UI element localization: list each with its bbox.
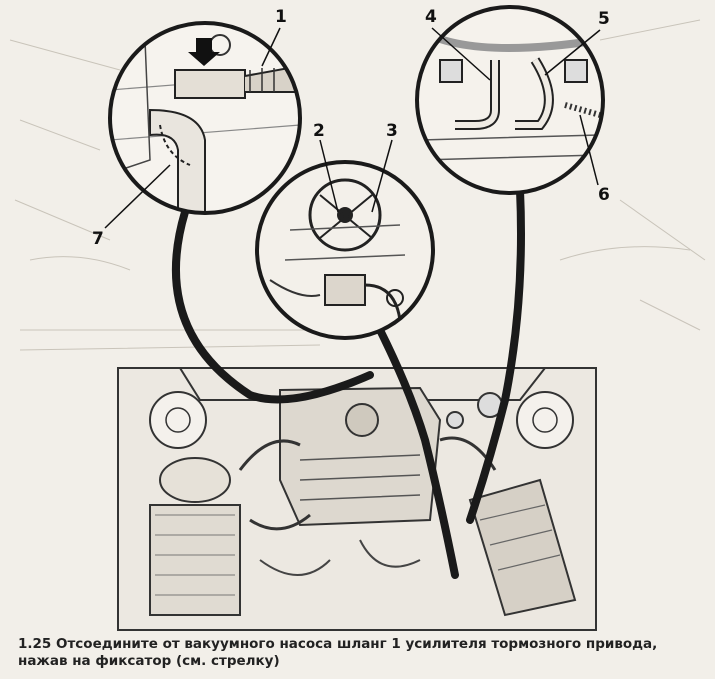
callout-5: 5 <box>598 9 610 29</box>
detail-circle-vacuum-pump <box>255 160 435 340</box>
callout-3: 3 <box>386 121 398 141</box>
zoom-leader-lines <box>171 186 525 579</box>
detail-circle-hose-routing <box>415 5 605 195</box>
callout-leaders <box>104 27 601 229</box>
engine-bay <box>117 367 597 631</box>
callout-7: 7 <box>92 229 104 249</box>
figure-caption: 1.25 Отсоедините от вакуумного насоса шл… <box>18 636 658 669</box>
arrow-icon <box>188 38 220 66</box>
callout-1: 1 <box>275 7 287 27</box>
callout-4: 4 <box>425 7 437 27</box>
background-sketch <box>9 19 706 351</box>
detail-circle-hose-connector <box>108 21 302 215</box>
callout-6: 6 <box>598 185 610 205</box>
callout-2: 2 <box>313 121 325 141</box>
